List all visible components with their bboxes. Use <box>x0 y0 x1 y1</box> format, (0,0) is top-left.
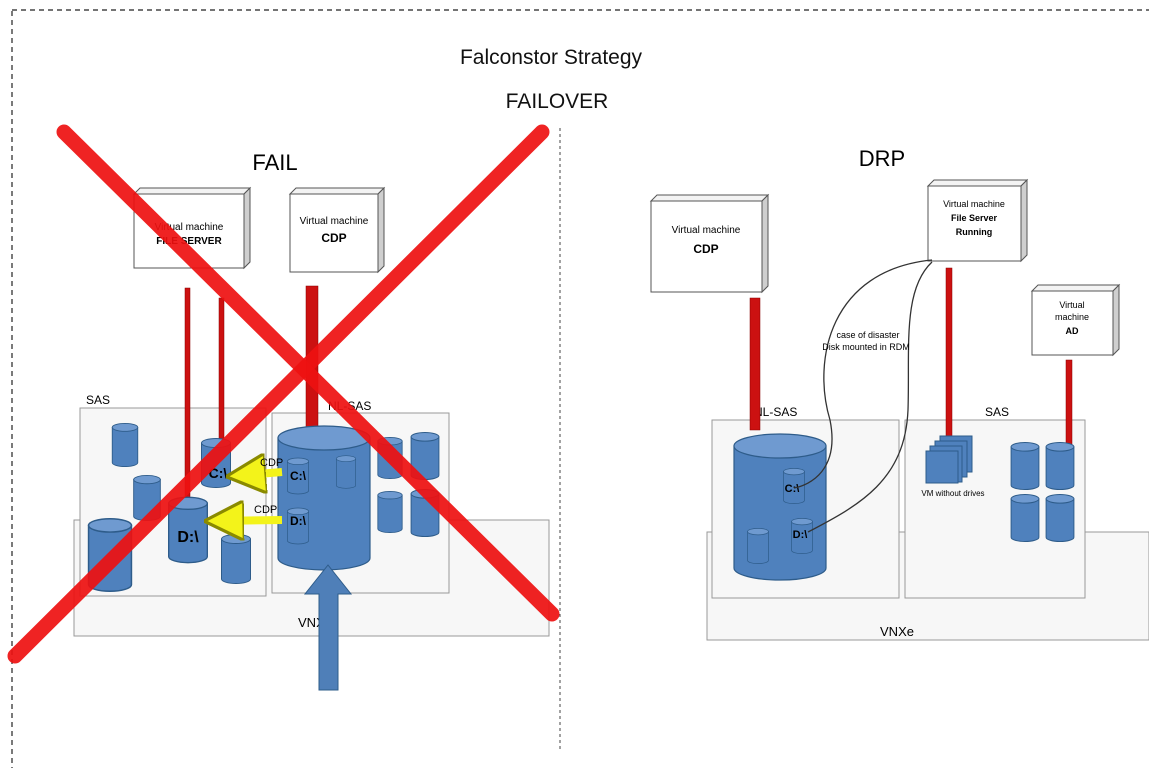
sas-disk-right <box>1045 441 1075 491</box>
cdp-arrow-yellow-1 <box>234 472 283 476</box>
svg-text:D:\: D:\ <box>793 529 808 541</box>
big-nlsas-disk-right: C:\ D:\ <box>733 433 827 581</box>
sas-disk <box>220 533 252 585</box>
svg-text:FILE SERVER: FILE SERVER <box>156 236 222 247</box>
cdp-label-2: CDP <box>254 504 277 516</box>
svg-text:Virtual machine: Virtual machine <box>943 199 1005 209</box>
red-cross-line-2 <box>7 124 550 664</box>
svg-text:C:\: C:\ <box>290 469 307 483</box>
outer-dashed-border <box>11 9 1149 768</box>
blue-up-arrow <box>303 564 353 691</box>
svg-text:machine: machine <box>1055 312 1089 322</box>
drp-heading: DRP <box>859 146 905 171</box>
diagram-title: Falconstor Strategy <box>460 46 643 69</box>
vm-cdp-left: Virtual machine CDP <box>288 186 386 274</box>
sas-disk-right <box>1010 441 1040 491</box>
sas-label-right: SAS <box>985 405 1009 419</box>
vnxe-label-right: VNXe <box>880 624 914 639</box>
sas-disk-right <box>1010 493 1040 543</box>
svg-text:AD: AD <box>1066 326 1079 336</box>
cdp-arrow-yellow-2 <box>212 520 283 521</box>
svg-text:D:\: D:\ <box>177 529 199 546</box>
vm-without-drives-stack <box>925 435 973 484</box>
annotation-line-1: case of disaster <box>836 330 899 340</box>
svg-text:D:\: D:\ <box>290 514 307 528</box>
sas-disk <box>111 422 139 468</box>
svg-text:Virtual machine: Virtual machine <box>155 222 224 233</box>
big-nlsas-disk-left: C:\ D:\ <box>277 425 371 571</box>
red-line-fs-right <box>945 267 953 441</box>
svg-text:CDP: CDP <box>693 242 718 256</box>
vm-without-drives-label: VM without drives <box>921 489 984 498</box>
svg-text:C:\: C:\ <box>785 483 800 495</box>
rdm-cable-2 <box>807 261 933 533</box>
svg-text:Virtual: Virtual <box>1059 300 1084 310</box>
red-line-ad-right <box>1065 359 1073 453</box>
svg-text:Running: Running <box>956 227 993 237</box>
left-fail-section: FAIL SAS NL-SAS VNXe Virtual machine FIL… <box>7 124 560 691</box>
disk-d-small-left: D:\ <box>167 496 209 564</box>
rdm-cable-1 <box>793 259 933 489</box>
nlsas-disk <box>377 490 403 534</box>
red-line-fs-2 <box>218 297 225 447</box>
red-line-cdp-right <box>749 297 761 431</box>
svg-text:Virtual machine: Virtual machine <box>300 216 369 227</box>
cdp-label-1: CDP <box>260 457 283 469</box>
fail-heading: FAIL <box>252 150 297 175</box>
sas-disk-right <box>1045 493 1075 543</box>
annotation-line-2: Disk mounted in RDM <box>822 342 910 352</box>
vm-fileserver-right: Virtual machine File Server Running <box>926 178 1029 263</box>
red-line-fs-1 <box>184 287 191 499</box>
sas-label-left: SAS <box>86 393 110 407</box>
svg-text:Virtual machine: Virtual machine <box>672 225 741 236</box>
svg-text:CDP: CDP <box>321 231 346 245</box>
vm-cdp-right: Virtual machine CDP <box>649 193 770 294</box>
right-drp-section: DRP NL-SAS SAS VNXe Virtual machine CDP … <box>649 146 1149 641</box>
svg-text:File Server: File Server <box>951 213 998 223</box>
vm-ad-right: Virtual machine AD <box>1030 283 1121 357</box>
nlsas-label-right: NL-SAS <box>754 405 797 419</box>
diagram-subtitle: FAILOVER <box>506 90 609 113</box>
